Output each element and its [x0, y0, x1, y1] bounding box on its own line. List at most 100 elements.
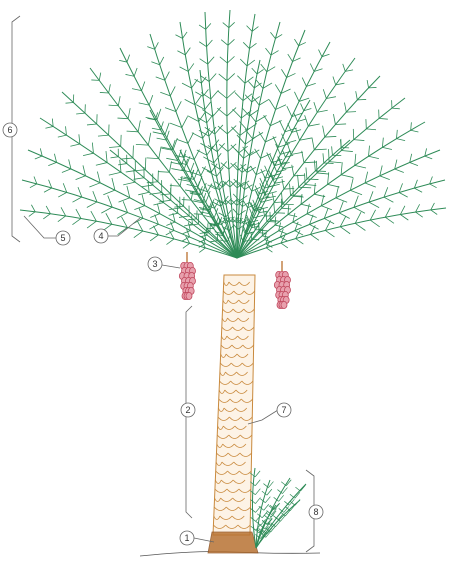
leaflet — [228, 39, 234, 45]
offshoot-leaflet — [255, 471, 260, 477]
leaflet — [400, 214, 408, 220]
leaflet — [343, 64, 345, 72]
leaflet — [244, 151, 254, 158]
leaflet — [272, 193, 274, 202]
leaflet — [118, 164, 127, 165]
leaflet — [91, 211, 97, 221]
leaflet — [329, 162, 341, 163]
leaflet — [45, 126, 53, 128]
offshoot-leaflet — [300, 485, 305, 491]
leaflet — [147, 158, 159, 159]
leaflet — [58, 135, 67, 137]
leaflet — [109, 84, 111, 93]
callout-1-label: 1 — [184, 533, 189, 543]
offshoot-leaflet — [265, 497, 270, 503]
leaflet — [243, 201, 248, 208]
callout-3: 3 — [148, 257, 162, 271]
leaflet — [183, 231, 191, 234]
leaflet — [228, 144, 236, 152]
leaflet — [314, 102, 317, 112]
leaflet — [188, 116, 199, 122]
leaflet — [317, 173, 329, 174]
leaflet — [157, 138, 167, 140]
leaflet — [323, 89, 326, 98]
leaflet — [227, 73, 235, 80]
leaflet — [231, 127, 240, 136]
offshoot-leaflet — [281, 482, 286, 486]
leaflet — [142, 81, 145, 90]
leaflet — [294, 39, 298, 46]
leaflet — [329, 149, 330, 161]
leaflet — [176, 101, 181, 111]
leaflet — [367, 80, 368, 88]
leaflet — [199, 42, 206, 47]
leaflet — [291, 196, 303, 197]
leaflet — [109, 146, 121, 147]
leaflet — [323, 153, 324, 163]
leaflet — [307, 214, 317, 218]
leaflet — [120, 160, 121, 172]
leaflet — [350, 178, 353, 190]
offshoot-leaflet — [255, 489, 260, 495]
frond-rachis — [237, 180, 445, 258]
leaflet — [305, 115, 309, 126]
leaflet — [282, 179, 284, 189]
leaflet — [211, 140, 219, 150]
callout-leaders — [12, 16, 314, 552]
offshoot — [250, 468, 306, 548]
leaflet — [269, 100, 275, 110]
leaflet — [192, 216, 193, 224]
date-fruit-cluster-left — [179, 252, 195, 300]
leaflet — [218, 126, 227, 134]
leaflet — [141, 185, 152, 187]
leaflet — [379, 118, 388, 119]
leaflet — [395, 169, 404, 172]
leaflet — [314, 183, 315, 194]
leaflet — [207, 40, 213, 47]
leaflet — [31, 205, 35, 212]
leaflet — [52, 119, 53, 127]
leaflet — [87, 221, 96, 228]
leaflet — [106, 213, 112, 224]
leaflet — [165, 72, 170, 81]
leaflet — [158, 172, 169, 173]
leaflet — [127, 131, 139, 132]
leaflet — [384, 197, 393, 202]
leader-3 — [162, 265, 180, 268]
leaflet — [265, 48, 271, 55]
leaflet — [400, 206, 405, 215]
leaflet — [264, 115, 271, 126]
leaflet — [245, 137, 255, 144]
offshoot-leaflet — [255, 480, 260, 486]
leaflet — [355, 154, 356, 166]
leaflet — [323, 126, 325, 137]
leaflet — [237, 135, 245, 144]
leaflet — [185, 99, 195, 104]
leaflet — [194, 214, 202, 215]
leaflet — [198, 176, 202, 187]
leaflet — [195, 95, 202, 104]
leaflet — [310, 64, 314, 72]
leaflet — [208, 57, 214, 64]
leaflet — [431, 210, 437, 215]
leaflet — [289, 184, 290, 196]
callout-7-label: 7 — [281, 405, 286, 415]
callout-6-label: 6 — [7, 125, 12, 135]
leaflet — [281, 69, 286, 77]
frond-rachis — [110, 150, 237, 258]
leaflet — [291, 152, 303, 154]
leaflet — [103, 190, 115, 195]
frond-rachis — [237, 208, 446, 258]
leaflet — [314, 149, 326, 150]
leaflet — [298, 175, 299, 187]
leaflet — [149, 95, 153, 105]
callout-2-label: 2 — [185, 405, 190, 415]
leaflet — [247, 183, 252, 191]
leaflet — [101, 207, 112, 213]
leaflet — [288, 215, 297, 217]
callout-4-label: 4 — [98, 231, 103, 241]
leaflet — [180, 67, 189, 72]
leaflet — [202, 110, 212, 117]
leaflet — [70, 144, 79, 146]
